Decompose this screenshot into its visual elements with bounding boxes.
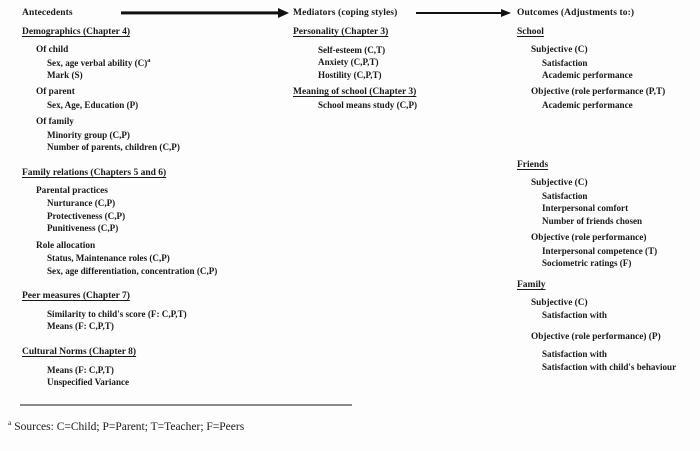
footnote-text: Sources: C=Child; P=Parent; T=Teacher; F…	[11, 421, 245, 433]
subgroup-label-subjective: Subjective (C)	[531, 297, 588, 308]
group-school: School Subjective (C) Satisfaction Acade…	[517, 26, 697, 111]
list-item: Protectiveness (C,P)	[47, 210, 126, 221]
group-title: Demographics (Chapter 4)	[22, 27, 131, 37]
footnote-divider	[20, 404, 352, 406]
list-item: Satisfaction with child's behaviour	[542, 361, 677, 372]
column-mediators: Personality (Chapter 3) Self-esteem (C,T…	[293, 26, 508, 112]
arrow-antecedents-to-mediators-icon	[121, 8, 289, 18]
list-item: Academic performance	[542, 100, 633, 110]
header-antecedents: Antecedents	[22, 8, 73, 18]
list-item: Sex, Age, Education (P)	[47, 100, 139, 110]
group-title: Personality (Chapter 3)	[293, 27, 389, 37]
subgroup-label-objective: Objective (role performance (P,T)	[531, 87, 666, 98]
header-mediators: Mediators (coping styles)	[293, 8, 398, 18]
group-family: Family Subjective (C) Satisfaction with …	[517, 279, 697, 373]
header-outcomes: Outcomes (Adjustments to:)	[517, 8, 635, 18]
subgroup-label-role-allocation: Role allocation	[36, 240, 96, 251]
list-item: Anxiety (C,P,T)	[318, 57, 379, 68]
list-item: Satisfaction with	[542, 310, 607, 321]
group-cultural-norms: Cultural Norms (Chapter 8) Means (F: C,P…	[22, 346, 290, 389]
list-item: Minority group (C,P)	[47, 130, 130, 140]
list-item: Mark (S)	[47, 70, 83, 80]
column-antecedents: Demographics (Chapter 4) Of child Sex, a…	[22, 26, 290, 389]
group-title: Family	[517, 279, 546, 290]
list-item: Satisfaction	[542, 57, 588, 68]
subgroup-label-objective: Objective (role performance)	[531, 233, 647, 244]
footnote-marker: a	[147, 56, 151, 64]
list-item: Sex, age differentiation, concentration …	[47, 265, 218, 276]
list-item: Number of friends chosen	[542, 215, 643, 226]
list-item: Interpersonal competence (T)	[542, 245, 658, 256]
list-item: Academic performance	[542, 70, 633, 80]
footnote: a Sources: C=Child; P=Parent; T=Teacher;…	[8, 418, 245, 433]
list-item: Means (F: C,P,T)	[47, 364, 114, 375]
subgroup-label-subjective: Subjective (C)	[531, 45, 588, 55]
subgroup-label-of-parent: Of parent	[36, 87, 75, 98]
group-title: Family relations (Chapters 5 and 6)	[22, 167, 167, 178]
list-item: Unspecified Variance	[47, 377, 130, 388]
list-item: Means (F: C,P,T)	[47, 321, 114, 332]
list-item: Number of parents, children (C,P)	[47, 142, 180, 153]
group-meaning-of-school: Meaning of school (Chapter 3) School mea…	[293, 86, 508, 111]
subgroup-label-of-family: Of family	[36, 117, 74, 128]
list-item: Satisfaction	[542, 191, 588, 201]
group-title: Meaning of school (Chapter 3)	[293, 87, 417, 98]
item-text: Sex, age verbal ability (C)	[47, 57, 148, 68]
list-item: Hostility (C,P,T)	[318, 69, 382, 80]
subgroup-label-parental-practices: Parental practices	[36, 185, 108, 196]
list-item: Self-esteem (C,T)	[318, 45, 386, 55]
list-item: Sex, age verbal ability (C)a	[22, 57, 290, 69]
group-demographics: Demographics (Chapter 4) Of child Sex, a…	[22, 26, 290, 154]
subgroup-label-of-child: Of child	[36, 45, 69, 55]
subgroup-label-subjective: Subjective (C)	[531, 178, 588, 189]
arrow-mediators-to-outcomes-icon	[416, 8, 511, 18]
list-item: Nurturance (C,P)	[47, 198, 116, 209]
group-title: Peer measures (Chapter 7)	[22, 291, 130, 302]
group-family-relations: Family relations (Chapters 5 and 6) Pare…	[22, 167, 290, 277]
arrow-head	[278, 8, 289, 18]
column-outcomes: School Subjective (C) Satisfaction Acade…	[517, 26, 697, 373]
list-item: Satisfaction with	[542, 349, 607, 360]
list-item: Similarity to child's score (F: C,P,T)	[47, 309, 187, 320]
arrow-shaft	[416, 12, 502, 14]
arrow-shaft	[121, 11, 279, 15]
arrow-head	[501, 9, 511, 17]
footnote-marker: a	[8, 418, 12, 428]
list-item: Sociometric ratings (F)	[542, 258, 632, 269]
group-personality: Personality (Chapter 3) Self-esteem (C,T…	[293, 26, 508, 81]
list-item: Punitiveness (C,P)	[47, 223, 119, 234]
list-item: School means study (C,P)	[318, 100, 418, 111]
group-friends: Friends Subjective (C) Satisfaction Inte…	[517, 159, 697, 269]
group-title: Cultural Norms (Chapter 8)	[22, 346, 137, 357]
group-title: Friends	[517, 160, 549, 171]
group-title: School	[517, 27, 544, 37]
column-headers-row: Antecedents Mediators (coping styles) Ou…	[0, 4, 700, 24]
list-item: Status, Maintenance roles (C,P)	[47, 253, 170, 264]
group-peer-measures: Peer measures (Chapter 7) Similarity to …	[22, 290, 290, 333]
list-item: Interpersonal comfort	[542, 203, 629, 214]
subgroup-label-objective: Objective (role performance) (P)	[531, 331, 661, 342]
